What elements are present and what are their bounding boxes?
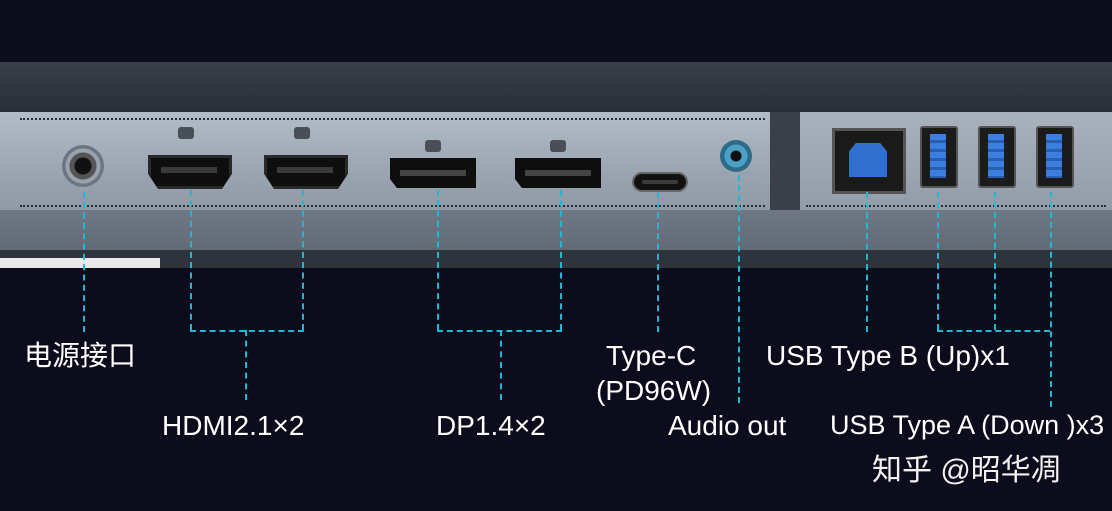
callout-line-power — [83, 192, 85, 332]
displayport-icon — [390, 158, 476, 188]
usb-b-port-icon — [832, 128, 906, 194]
callout-line-audio — [738, 175, 740, 403]
screw-icon — [425, 140, 441, 152]
watermark: 知乎 @昭华凋 — [872, 454, 1061, 487]
callout-line-typec — [657, 192, 659, 332]
white-edge — [0, 258, 160, 268]
callout-line-usb-a-2 — [994, 192, 996, 330]
usb-a-port-icon — [1036, 126, 1074, 188]
dotted-line — [806, 205, 1106, 207]
callout-line-usb-a-1 — [937, 192, 939, 330]
usb-c-port-icon — [632, 172, 688, 192]
callout-line-dp — [500, 330, 502, 400]
label-usb-a: USB Type A (Down )x3 — [830, 410, 1105, 440]
callout-bracket-dp — [437, 330, 562, 332]
callout-line-hdmi-2 — [302, 190, 304, 330]
power-jack-icon — [62, 145, 104, 187]
label-dp: DP1.4×2 — [436, 410, 546, 441]
label-typec: Type-C — [606, 340, 697, 371]
displayport-icon — [515, 158, 601, 188]
usb-a-port-icon — [920, 126, 958, 188]
callout-line-dp-2 — [560, 190, 562, 330]
usb-a-port-icon — [978, 126, 1016, 188]
audio-jack-icon — [720, 140, 752, 172]
dotted-line — [20, 205, 765, 207]
monitor-bezel — [0, 62, 1112, 112]
io-panel-divider — [770, 112, 800, 222]
callout-line-hdmi — [245, 330, 247, 400]
label-power: 电源接口 — [24, 340, 137, 371]
label-usb-b: USB Type B (Up)x1 — [766, 340, 1010, 371]
io-panel-left — [0, 112, 770, 222]
dotted-line — [20, 118, 765, 120]
callout-line-usb-b — [866, 192, 868, 332]
label-audio: Audio out — [668, 410, 787, 441]
hdmi-port-icon — [264, 155, 348, 189]
screw-icon — [550, 140, 566, 152]
callout-bracket-usb-a — [937, 330, 1050, 332]
screw-icon — [178, 127, 194, 139]
callout-line-hdmi-1 — [190, 190, 192, 330]
callout-line-dp-1 — [437, 190, 439, 330]
label-hdmi: HDMI2.1×2 — [162, 410, 305, 441]
label-typec-pd: (PD96W) — [596, 375, 712, 406]
screw-icon — [294, 127, 310, 139]
hdmi-port-icon — [148, 155, 232, 189]
callout-bracket-hdmi — [190, 330, 304, 332]
callout-line-usb-a — [1050, 192, 1052, 407]
io-lower-shadow — [0, 250, 1112, 268]
